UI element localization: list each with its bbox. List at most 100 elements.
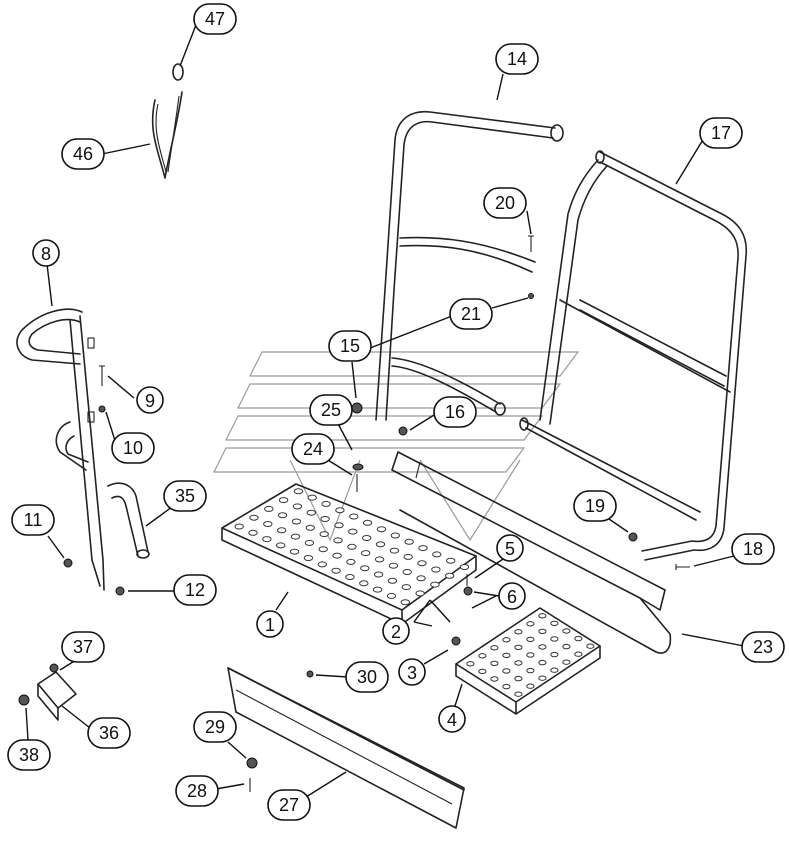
callout-20: 20 <box>483 187 527 219</box>
callout-label: 37 <box>73 637 93 657</box>
perforation-hole <box>292 503 303 510</box>
lower-step-plate-holes <box>466 613 595 697</box>
callout-12: 12 <box>173 574 217 606</box>
leader-lines <box>25 24 745 798</box>
callout-label: 5 <box>505 539 515 559</box>
chain-part <box>151 63 184 179</box>
perforation-hole <box>400 599 410 606</box>
perforation-hole <box>347 543 357 550</box>
perforation-hole <box>562 659 571 665</box>
perforation-hole <box>318 546 328 553</box>
main-step-plate-part <box>221 483 477 625</box>
callout-35: 35 <box>163 480 207 512</box>
callout-16: 16 <box>433 396 477 428</box>
perforation-hole <box>321 500 331 507</box>
perforation-hole <box>331 567 341 574</box>
bracket-part <box>18 663 77 721</box>
callout-23: 23 <box>741 631 785 663</box>
callout-label: 10 <box>123 438 143 458</box>
callout-9: 9 <box>136 386 164 414</box>
perforation-hole <box>264 505 274 512</box>
perforation-hole <box>276 542 286 549</box>
callout-label: 2 <box>391 622 401 642</box>
perforation-hole <box>262 536 272 543</box>
perforation-hole <box>538 675 547 681</box>
callout-label: 29 <box>205 717 225 737</box>
perforation-hole <box>417 560 427 567</box>
perforation-hole <box>586 643 595 649</box>
callout-label: 9 <box>145 391 155 411</box>
callout-15: 15 <box>328 330 372 362</box>
callout-1: 1 <box>256 610 284 638</box>
perforation-hole <box>526 636 535 643</box>
perforation-hole <box>234 523 244 530</box>
perforation-hole <box>431 566 441 573</box>
perforation-hole <box>430 581 440 588</box>
perforation-hole <box>249 514 259 521</box>
perforation-hole <box>305 524 315 531</box>
callout-label: 38 <box>19 745 39 765</box>
perforation-hole <box>514 644 523 651</box>
perforation-hole <box>277 527 287 534</box>
perforation-hole <box>304 539 315 546</box>
callout-4: 4 <box>438 705 466 733</box>
perforation-hole <box>290 533 301 540</box>
perforation-hole <box>550 620 559 627</box>
handrail-left-part <box>16 308 105 591</box>
callout-2: 2 <box>382 617 410 645</box>
callout-19: 19 <box>573 490 617 522</box>
perforation-hole <box>293 488 304 495</box>
perforation-hole <box>303 555 314 561</box>
callout-label: 36 <box>99 723 119 743</box>
step-plate-holes <box>234 488 470 606</box>
perforation-hole <box>390 532 400 539</box>
callout-label: 12 <box>185 580 205 600</box>
perforation-hole <box>360 565 370 572</box>
callout-label: 35 <box>175 486 195 506</box>
perforation-hole <box>526 621 535 627</box>
perforation-hole <box>387 577 398 584</box>
callout-label: 21 <box>461 304 481 324</box>
side-channel-part <box>391 451 672 654</box>
callout-24: 24 <box>291 433 335 465</box>
perforation-hole <box>374 556 385 563</box>
perforation-hole <box>289 548 300 555</box>
perforation-hole <box>278 497 289 504</box>
perforation-hole <box>416 575 426 582</box>
callout-27: 27 <box>267 789 311 821</box>
perforation-hole <box>404 538 414 545</box>
lower-step-plate-part <box>455 607 601 715</box>
callout-label: 27 <box>279 795 299 815</box>
perforation-hole <box>248 529 258 536</box>
callout-6: 6 <box>498 582 526 610</box>
callout-28: 28 <box>175 775 219 807</box>
callout-label: 47 <box>205 9 225 29</box>
perforation-hole <box>490 660 499 667</box>
perforation-hole <box>562 628 571 634</box>
perforation-hole <box>538 659 547 666</box>
callout-10: 10 <box>111 432 155 464</box>
perforation-hole <box>375 541 386 548</box>
perforation-hole <box>291 518 302 525</box>
perforation-hole <box>386 592 397 599</box>
callout-label: 17 <box>711 123 731 143</box>
perforation-hole <box>361 550 371 557</box>
callout-46: 46 <box>61 138 105 170</box>
perforation-hole <box>307 494 317 501</box>
callout-label: 25 <box>321 400 341 420</box>
perforation-hole <box>334 522 344 529</box>
perforation-hole <box>466 661 475 667</box>
perforation-hole <box>514 660 523 666</box>
callout-37: 37 <box>61 631 105 663</box>
callout-18: 18 <box>731 533 775 565</box>
callout-label: 6 <box>507 587 517 607</box>
perforation-hole <box>403 553 413 560</box>
callout-label: 19 <box>585 496 605 516</box>
perforation-hole <box>333 537 343 544</box>
callout-label: 14 <box>507 49 527 69</box>
perforation-hole <box>401 584 411 591</box>
perforation-hole <box>373 571 384 578</box>
perforation-hole <box>277 512 288 519</box>
perforation-hole <box>538 628 547 635</box>
